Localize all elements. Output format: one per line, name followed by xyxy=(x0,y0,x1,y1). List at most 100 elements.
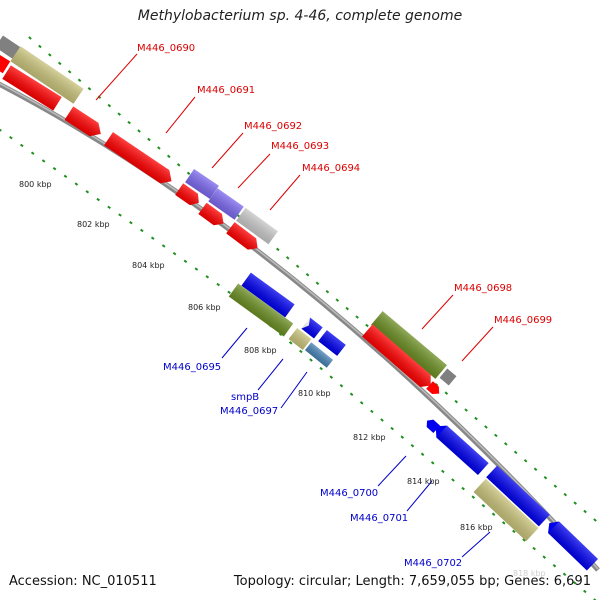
outer-guide-dot xyxy=(523,459,528,463)
inner-guide-a-dot xyxy=(63,174,68,179)
inner-guide-a-dot xyxy=(227,290,231,294)
gene-olive-0695 xyxy=(228,283,294,337)
gene-blue-0701 xyxy=(486,465,550,527)
leader-0694 xyxy=(269,174,301,211)
outer-guide-dot xyxy=(345,306,349,311)
inner-guide-b-dot xyxy=(410,443,415,448)
label-M446_0694: M446_0694 xyxy=(302,163,360,174)
tick-label-800: 800 kbp xyxy=(19,180,52,189)
inner-guide-b-dot xyxy=(512,529,516,534)
outer-guide-dot xyxy=(157,146,161,150)
gene-blue-0703 xyxy=(548,521,598,571)
inner-guide-b-dot xyxy=(288,341,293,345)
leader-0699 xyxy=(461,326,494,362)
outer-guide-dot xyxy=(494,433,498,438)
gene-blue-0700 xyxy=(435,425,489,476)
outer-guide-dot xyxy=(563,492,568,497)
inner-guide-a-dot xyxy=(140,228,144,233)
outer-guide-dot xyxy=(117,112,122,116)
outer-guide-dot xyxy=(107,103,112,108)
outer-guide-dot xyxy=(355,315,359,319)
gene-red-0691-b xyxy=(64,106,101,137)
gene-blue-b xyxy=(301,317,323,339)
outer-guide-dot xyxy=(67,70,72,74)
tick-label-802: 802 kbp xyxy=(77,220,110,229)
leader-0692 xyxy=(211,132,244,169)
outer-guide-dot xyxy=(583,509,587,514)
inner-guide-a-dot xyxy=(107,205,111,209)
outer-guide-dot xyxy=(305,273,310,277)
leader-0702 xyxy=(461,531,491,558)
tick-label-814: 814 kbp xyxy=(407,477,440,486)
outer-guide-dot xyxy=(48,53,52,57)
outer-guide-dot xyxy=(137,129,141,133)
gene-blue-a xyxy=(241,272,295,318)
inner-guide-b-dot xyxy=(461,486,465,491)
outer-guide-dot xyxy=(97,95,102,99)
leader-0701 xyxy=(406,480,433,512)
inner-guide-b-dot xyxy=(593,598,597,600)
outer-guide-dot xyxy=(593,518,597,522)
gene-lavender-0693 xyxy=(208,188,244,220)
inner-guide-a-dot xyxy=(52,166,57,171)
gene-red-h xyxy=(426,381,440,395)
label-M446_0695: M446_0695 xyxy=(163,362,221,373)
inner-guide-a-dot xyxy=(96,197,100,202)
inner-guide-a-dot xyxy=(20,143,24,148)
outer-guide-dot xyxy=(444,391,449,395)
outer-guide-dot xyxy=(38,44,42,49)
inner-guide-b-dot xyxy=(420,452,425,457)
inner-guide-b-dot xyxy=(400,435,405,439)
leader-0691 xyxy=(165,96,196,134)
leader-0698 xyxy=(421,294,454,330)
inner-guide-b-dot xyxy=(532,546,536,551)
outer-guide-dot xyxy=(186,171,191,176)
gene-blue-c xyxy=(318,330,346,356)
outer-guide-dot xyxy=(365,323,369,328)
inner-guide-b-dot xyxy=(380,418,384,422)
inner-guide-b-dot xyxy=(430,461,435,465)
outer-guide-dot xyxy=(285,256,290,260)
inner-guide-a-dot xyxy=(9,136,13,140)
gene-olive-0698 xyxy=(371,311,447,379)
gene-lavender-0692 xyxy=(185,168,219,200)
outer-guide-dot xyxy=(57,61,62,66)
inner-guide-a-dot xyxy=(30,151,35,155)
red-strand-features xyxy=(0,50,440,395)
label-M446_0690: M446_0690 xyxy=(137,43,195,54)
outer-guide-dot xyxy=(503,442,508,446)
accession-text: Accession: NC_010511 xyxy=(9,574,157,589)
label-smpB: smpB xyxy=(231,392,259,403)
inner-guide-a-dot xyxy=(161,244,166,248)
outer-guide-dot xyxy=(573,501,577,505)
leader-0693 xyxy=(237,153,271,189)
outer-guide-dot xyxy=(87,87,92,91)
outer-guide-dot xyxy=(315,281,320,285)
inner-guide-a-dot xyxy=(194,267,199,271)
inner-guide-a-dot xyxy=(129,221,133,225)
outer-guide-dot xyxy=(553,484,558,488)
tick-label-810: 810 kbp xyxy=(298,389,331,398)
inner-guide-b-dot xyxy=(542,555,547,559)
leader-0695 xyxy=(221,327,248,359)
inner-guide-b-dot xyxy=(441,469,445,474)
outer-guide-dot xyxy=(454,399,459,404)
inner-guide-a-dot xyxy=(74,182,79,186)
inner-guide-a-dot xyxy=(118,213,122,217)
outer-guide-dot xyxy=(295,264,300,269)
label-M446_0691: M446_0691 xyxy=(197,85,255,96)
label-M446_0700: M446_0700 xyxy=(320,488,378,499)
inner-guide-b-dot xyxy=(319,366,323,371)
inner-guide-a-dot xyxy=(150,236,155,240)
inner-guide-b-dot xyxy=(481,503,486,508)
inner-guide-b-dot xyxy=(390,426,394,431)
inner-guide-b-dot xyxy=(370,409,374,414)
tick-label-812: 812 kbp xyxy=(353,433,386,442)
outer-guide-dot xyxy=(77,78,82,83)
inner-guide-b-dot xyxy=(451,478,455,482)
outer-guide-dot xyxy=(513,450,518,455)
tick-label-804: 804 kbp xyxy=(132,261,165,270)
label-M446_0699: M446_0699 xyxy=(494,315,552,326)
